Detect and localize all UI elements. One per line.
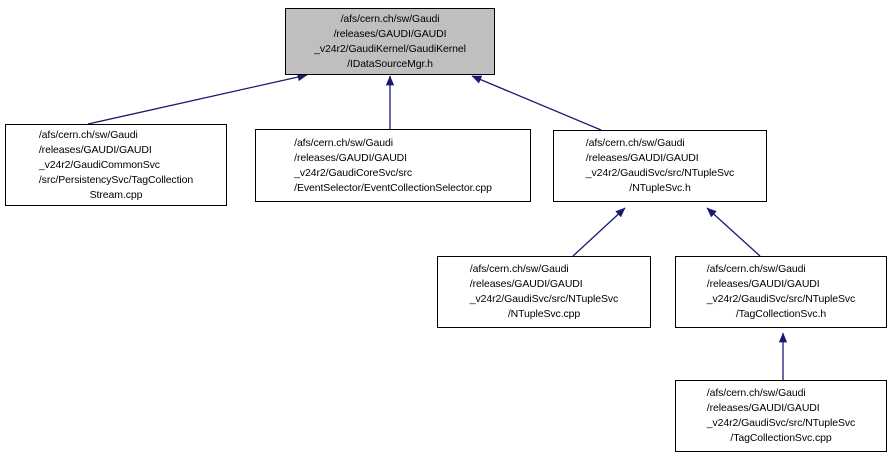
- node-label-line: /IDataSourceMgr.h: [347, 57, 433, 70]
- node-label: /afs/cern.ch/sw/Gaudi/releases/GAUDI/GAU…: [469, 262, 619, 322]
- node-label-line: /releases/GAUDI/GAUDI: [706, 402, 820, 414]
- edge-tagcollectionsvc-h-to-ntuplesvc-h: [706, 207, 761, 257]
- edge-ntuplesvc-cpp-to-ntuplesvc-h: [572, 207, 626, 257]
- node-label: /afs/cern.ch/sw/Gaudi/releases/GAUDI/GAU…: [294, 136, 492, 196]
- node-label-line: _v24r2/GaudiCommonSvc: [38, 158, 160, 171]
- node-label-line: /releases/GAUDI/GAUDI: [706, 278, 820, 290]
- node-label-line: /releases/GAUDI/GAUDI: [469, 278, 583, 290]
- node-tagcollectionstream-cpp[interactable]: /afs/cern.ch/sw/Gaudi/releases/GAUDI/GAU…: [5, 124, 227, 206]
- node-label-line: _v24r2/GaudiSvc/src/NTupleSvc: [585, 167, 735, 179]
- node-label-line: /releases/GAUDI/GAUDI: [585, 152, 699, 164]
- node-idatasourcemgr-h[interactable]: /afs/cern.ch/sw/Gaudi/releases/GAUDI/GAU…: [285, 8, 495, 75]
- node-ntuplesvc-h[interactable]: /afs/cern.ch/sw/Gaudi/releases/GAUDI/GAU…: [553, 130, 767, 202]
- node-label: /afs/cern.ch/sw/Gaudi/releases/GAUDI/GAU…: [39, 128, 193, 203]
- node-label: /afs/cern.ch/sw/Gaudi/releases/GAUDI/GAU…: [314, 12, 466, 72]
- edge-ntuplesvc-h-to-idatasourcemgr: [471, 75, 602, 131]
- node-tagcollectionsvc-h[interactable]: /afs/cern.ch/sw/Gaudi/releases/GAUDI/GAU…: [675, 256, 887, 328]
- node-label-line: _v24r2/GaudiCoreSvc/src: [294, 166, 413, 179]
- node-label: /afs/cern.ch/sw/Gaudi/releases/GAUDI/GAU…: [706, 262, 856, 322]
- node-eventcollectionselector-cpp[interactable]: /afs/cern.ch/sw/Gaudi/releases/GAUDI/GAU…: [255, 129, 531, 202]
- node-label-line: /afs/cern.ch/sw/Gaudi: [706, 387, 806, 399]
- node-label-line: _v24r2/GaudiSvc/src/NTupleSvc: [706, 417, 856, 429]
- node-label-line: _v24r2/GaudiSvc/src/NTupleSvc: [469, 293, 619, 305]
- node-label-line: /src/PersistencySvc/TagCollection: [38, 173, 194, 186]
- node-label-line: /afs/cern.ch/sw/Gaudi: [38, 128, 138, 141]
- node-label-line: /afs/cern.ch/sw/Gaudi: [585, 137, 685, 149]
- node-label: /afs/cern.ch/sw/Gaudi/releases/GAUDI/GAU…: [585, 136, 735, 196]
- node-label-line: /EventSelector/EventCollectionSelector.c…: [294, 181, 492, 194]
- node-label-line: /afs/cern.ch/sw/Gaudi: [469, 263, 569, 275]
- node-ntuplesvc-cpp[interactable]: /afs/cern.ch/sw/Gaudi/releases/GAUDI/GAU…: [437, 256, 651, 328]
- node-label-line: /afs/cern.ch/sw/Gaudi: [294, 136, 393, 149]
- node-label-line: /afs/cern.ch/sw/Gaudi: [706, 263, 806, 275]
- node-label-line: _v24r2/GaudiKernel/GaudiKernel: [314, 42, 466, 55]
- node-tagcollectionsvc-cpp[interactable]: /afs/cern.ch/sw/Gaudi/releases/GAUDI/GAU…: [675, 380, 887, 452]
- node-label-line: /releases/GAUDI/GAUDI: [333, 27, 447, 40]
- node-label-line: /TagCollectionSvc.h: [735, 308, 827, 320]
- node-label-line: /releases/GAUDI/GAUDI: [38, 143, 152, 156]
- node-label-line: /NTupleSvc.cpp: [507, 308, 581, 320]
- node-label-line: /TagCollectionSvc.cpp: [730, 432, 832, 444]
- node-label-line: /releases/GAUDI/GAUDI: [294, 151, 407, 164]
- node-label-line: /NTupleSvc.h: [629, 182, 691, 194]
- node-label-line: /afs/cern.ch/sw/Gaudi: [340, 12, 440, 25]
- node-label: /afs/cern.ch/sw/Gaudi/releases/GAUDI/GAU…: [706, 386, 856, 446]
- node-label-line: Stream.cpp: [89, 188, 143, 201]
- edge-tagcollectionstream-to-idatasourcemgr: [87, 72, 308, 125]
- node-label-line: _v24r2/GaudiSvc/src/NTupleSvc: [706, 293, 856, 305]
